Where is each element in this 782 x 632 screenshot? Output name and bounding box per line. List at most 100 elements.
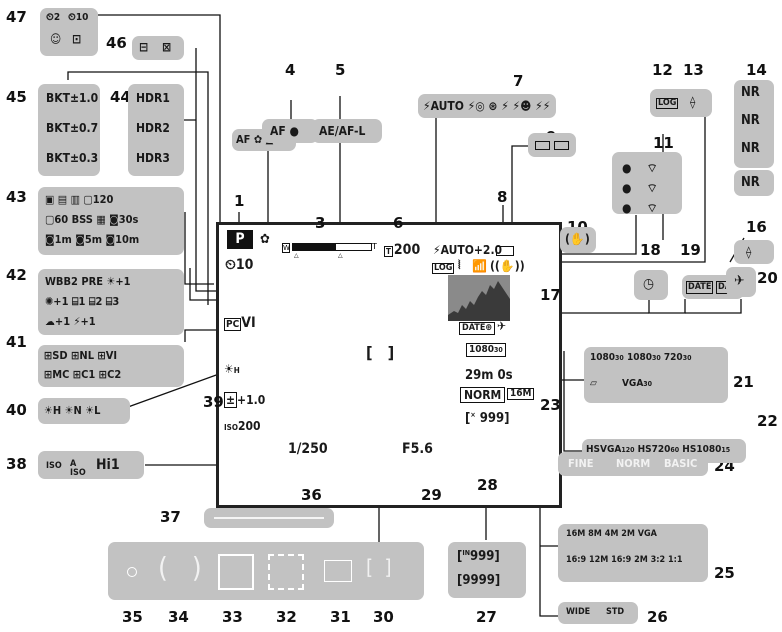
shutter-speed: 1/250 xyxy=(288,441,328,457)
panel-lens: WIDE STD xyxy=(558,602,638,624)
lens-std: STD xyxy=(606,607,625,617)
callout-31: 31 xyxy=(330,608,351,626)
vr-icon: ((✋)) xyxy=(490,259,525,273)
callout-35: 35 xyxy=(122,608,143,626)
adl-options: ☀H ☀N ☀L xyxy=(44,404,101,417)
battery-icon xyxy=(496,246,514,256)
iso-auto-icon: ISO xyxy=(46,461,62,471)
panel-image-quality: FINE NORM BASIC xyxy=(558,452,708,476)
quality-fine: FINE xyxy=(568,457,594,470)
wb-b2: B2 xyxy=(63,275,78,288)
travel-option-icon: ✈ xyxy=(734,273,745,289)
bkt-0-3: BKT±0.3 xyxy=(46,151,99,165)
callout-18: 18 xyxy=(640,241,661,259)
hs-720: 720 xyxy=(651,444,671,455)
hs-vga: VGA xyxy=(600,444,622,455)
panel-picture-control: ⊞SD ⊞NL ⊞VI ⊞MC ⊞C1 ⊞C2 xyxy=(38,345,184,387)
wb-sun: +1 xyxy=(115,275,131,288)
exposures-9999: [9999] xyxy=(457,573,501,588)
hs-1080: 1080 xyxy=(696,444,722,455)
pc-mc: MC xyxy=(52,368,70,381)
panel-battery xyxy=(528,133,576,157)
callout-42: 42 xyxy=(6,266,27,284)
aperture-value: F5.6 xyxy=(402,441,433,457)
panel-release-mode: ▣ ▤ ▥ ▢120 ▢60 BSS ▦ ◙30s ◙1m ◙5m ◙10m xyxy=(38,187,184,255)
flash-auto: AUTO xyxy=(430,99,464,113)
remote-photo-icon: ⊟ xyxy=(139,40,149,54)
wb-cloud: +1 xyxy=(54,315,71,328)
zoom-indicator: W T △ △ xyxy=(282,242,377,259)
travel-icon: ✈ xyxy=(497,319,507,333)
af-indicator: AF ● xyxy=(270,124,299,138)
log-option-icon: LOG xyxy=(656,98,679,109)
panel-clock: ◷ xyxy=(634,270,668,300)
panel-nr-filter: NR xyxy=(734,170,774,196)
callout-32: 32 xyxy=(276,608,297,626)
callout-41: 41 xyxy=(6,333,27,351)
callout-38: 38 xyxy=(6,455,27,473)
pc-vi: VI xyxy=(105,349,118,362)
wb-row-2: ✺+1 ⌸1 ⌸2 ⌸3 xyxy=(45,295,120,308)
hs-options: HSVGA120 HS72060 HS108015 xyxy=(586,444,731,455)
bkt-1-0: BKT±1.0 xyxy=(46,91,99,105)
callout-6: 6 xyxy=(393,214,404,232)
hs-sub-a: 120 xyxy=(621,446,635,454)
image-size-indicator: 16M xyxy=(507,388,535,400)
callout-25: 25 xyxy=(714,564,735,582)
focus-square-large-icon xyxy=(218,554,254,590)
movie-option-icon: 108030 xyxy=(466,343,506,357)
panel-active-d: ☀H ☀N ☀L xyxy=(38,398,130,424)
callout-39: 39 xyxy=(203,393,224,411)
callout-11: 11 xyxy=(653,134,674,152)
size-8m: 8M xyxy=(588,529,602,539)
panel-bracketing: BKT±1.0 BKT±0.7 BKT±0.3 xyxy=(38,84,100,176)
callout-7: 7 xyxy=(513,72,524,90)
pc-row-1: ⊞SD ⊞NL ⊞VI xyxy=(44,349,118,362)
callout-20: 20 xyxy=(757,269,778,287)
nr-high: NR xyxy=(741,85,760,100)
focus-area-bracket: [ ] xyxy=(366,343,395,362)
lens-wide: WIDE xyxy=(566,607,591,617)
self-timer-10-icon: ⏲10 xyxy=(68,12,89,23)
mo-1080-a: 1080 xyxy=(590,352,616,363)
size-11: 1:1 xyxy=(667,555,683,565)
flash-modes: ⚡AUTO ⚡◎ ⊛ ⚡ ⚡☻ ⚡⚡ xyxy=(423,99,551,113)
nr-normal: NR xyxy=(741,113,760,128)
callout-14: 14 xyxy=(746,61,767,79)
af-text: AF xyxy=(270,124,286,138)
exposures-remaining-value: 999 xyxy=(479,411,505,426)
mo-sub-d: 30 xyxy=(643,380,653,388)
panel-self-timer: ⏲2 ⏲10 ☺ ⊡ xyxy=(40,8,98,56)
wifi-status-icons: ● ⌔● ⌔● ⌔ xyxy=(622,161,658,215)
quality-basic: BASIC xyxy=(664,457,698,470)
callout-8: 8 xyxy=(497,188,508,206)
wb-row-1: WBB2 PRE ☀+1 xyxy=(45,275,131,288)
release-5m: 5m xyxy=(84,233,103,246)
release-120: 120 xyxy=(92,193,114,206)
panel-noise-reduction: NR NR NR xyxy=(734,80,774,168)
callout-26: 26 xyxy=(647,608,668,626)
bkt-0-7: BKT±0.7 xyxy=(46,121,99,135)
adl-n: N xyxy=(73,404,82,417)
callout-23: 23 xyxy=(540,396,561,414)
size-vga: VGA xyxy=(637,529,657,539)
panel-image-size: 16M 8M 4M 2M VGA 16:9 12M 16:9 2M 3:2 1:… xyxy=(558,524,708,582)
panel-movie-options: 108030 108030 72030 ▱ VGA30 xyxy=(584,347,728,403)
self-timer-indicator: ⏲10 xyxy=(225,257,254,273)
self-timer-value: 10 xyxy=(235,257,254,273)
date-icon: DATE xyxy=(686,281,714,294)
exposure-comp-value: +1.0 xyxy=(237,393,266,407)
panel-af-indicator: AF ● xyxy=(262,119,318,143)
panel-log: LOG ⟠ xyxy=(650,89,712,117)
focus-af: AF xyxy=(236,133,251,146)
wb-row-3: ☁+1 ⚡+1 xyxy=(45,315,96,328)
mo-sub-a: 30 xyxy=(615,354,624,362)
pc-row-2: ⊞MC ⊞C1 ⊞C2 xyxy=(44,368,122,381)
callout-5: 5 xyxy=(335,61,346,79)
callout-37: 37 xyxy=(160,508,181,526)
focus-rect-icon xyxy=(324,560,352,582)
callout-1: 1 xyxy=(234,192,245,210)
focus-bracket-icon: [ ] xyxy=(366,555,392,579)
callout-22: 22 xyxy=(757,412,778,430)
release-1m: 1m xyxy=(54,233,72,246)
